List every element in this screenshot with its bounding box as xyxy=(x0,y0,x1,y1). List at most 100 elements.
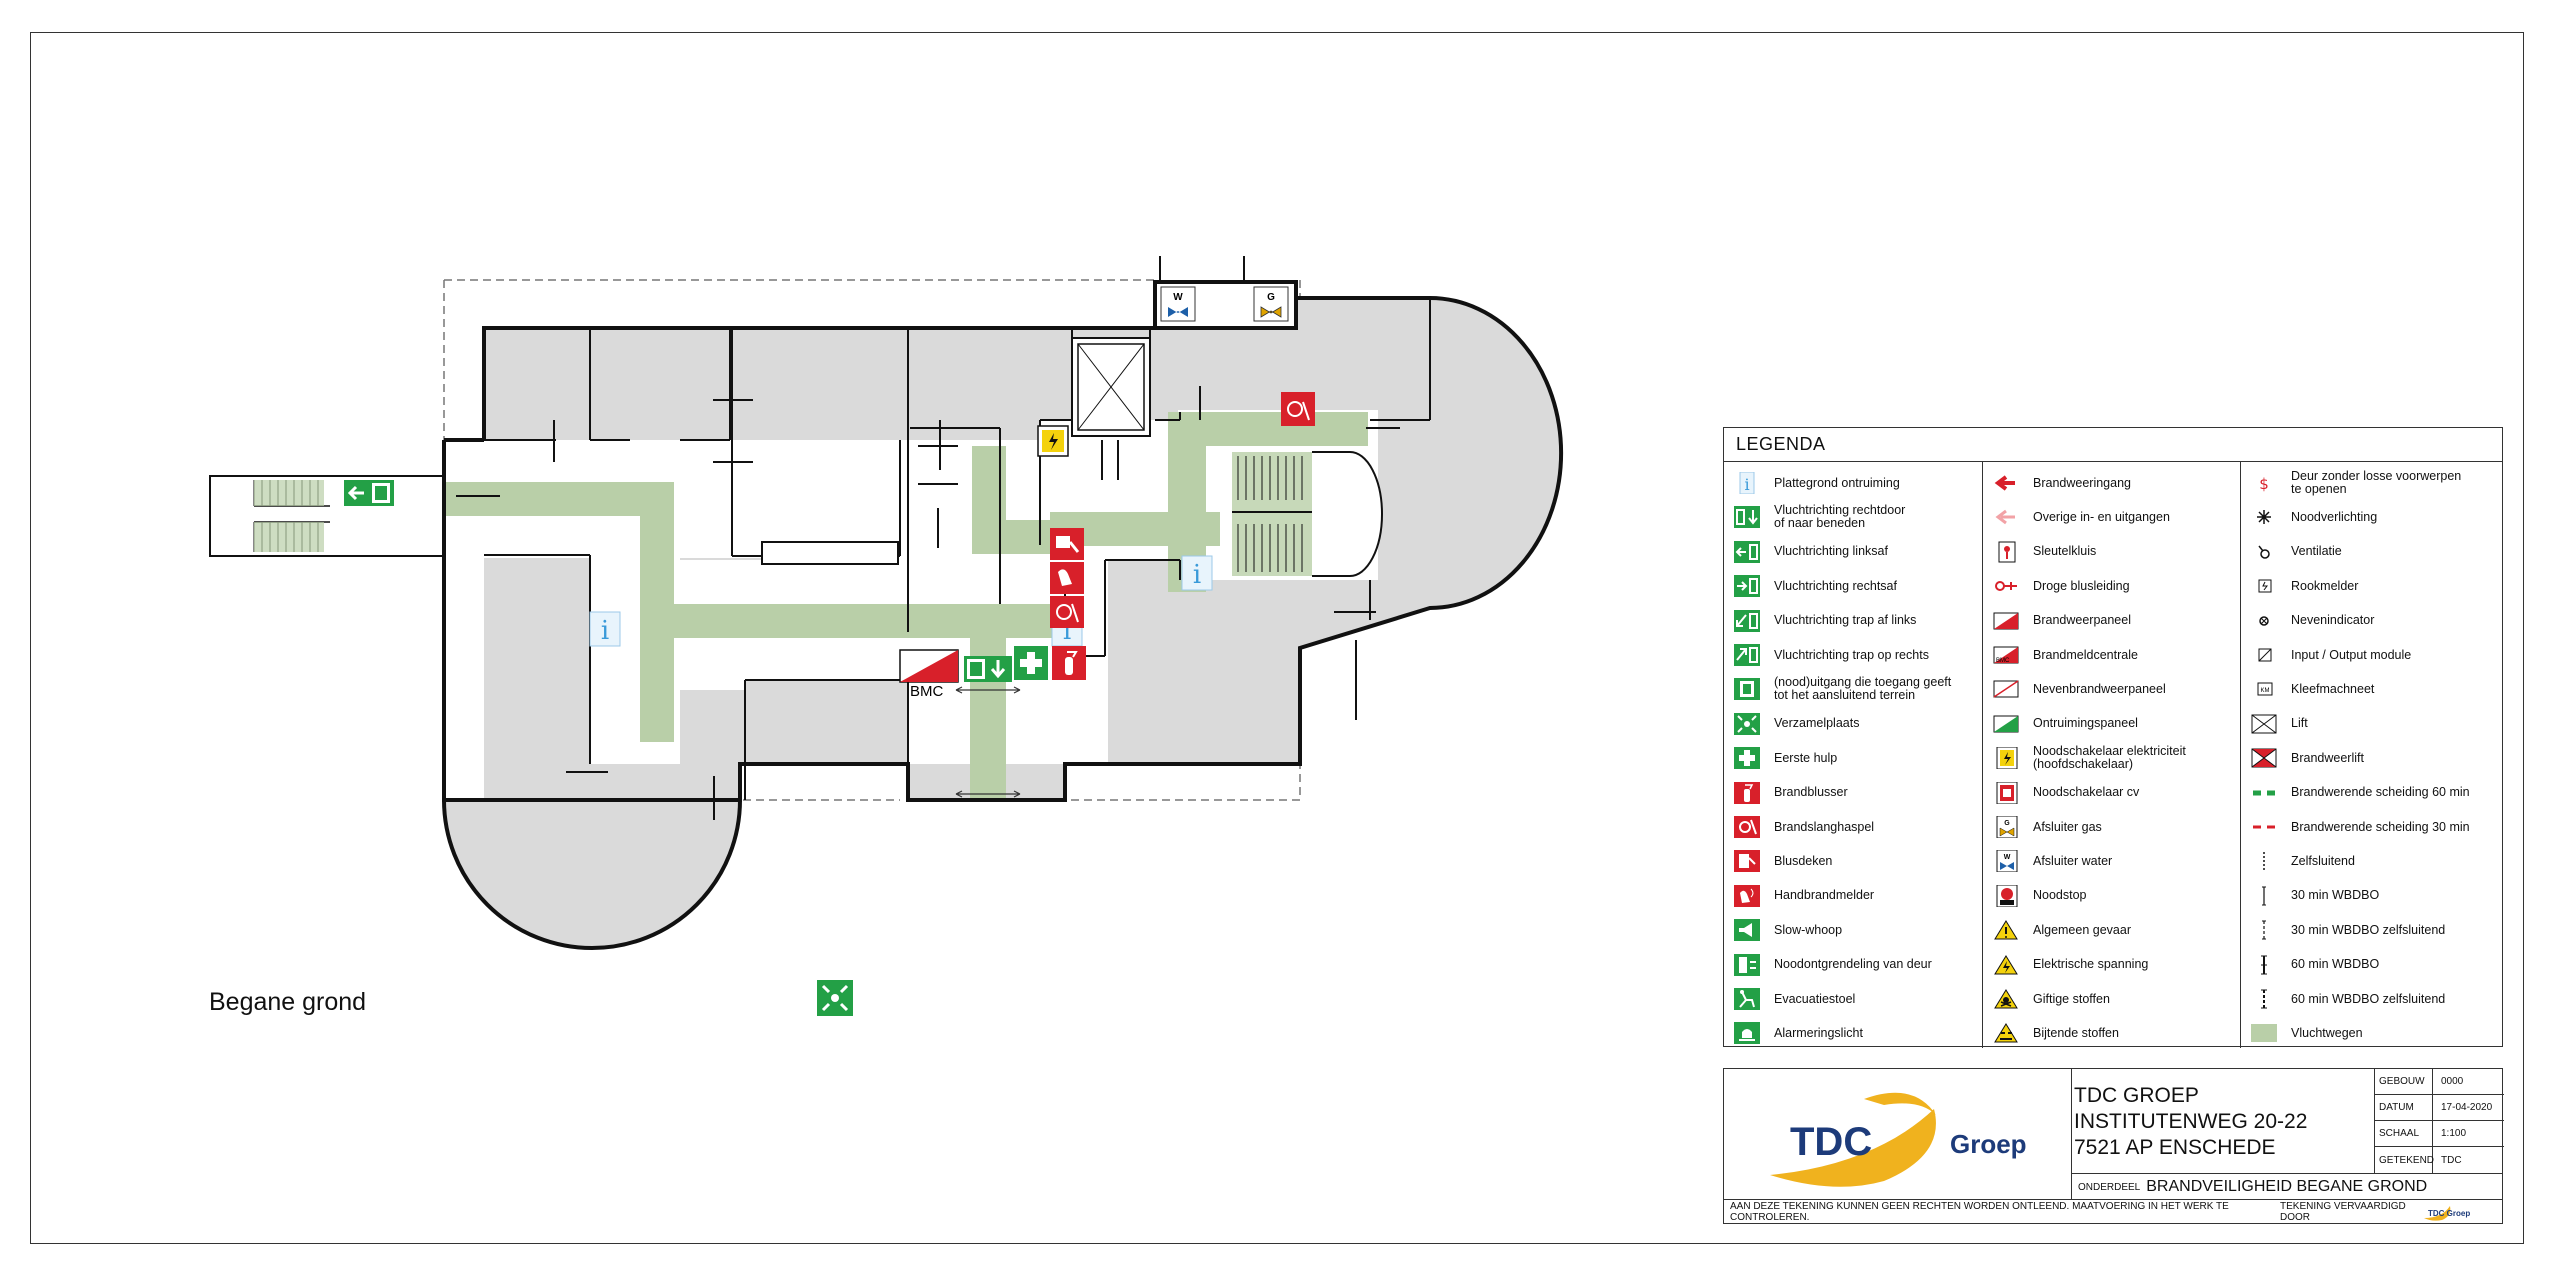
svg-text:i: i xyxy=(1193,560,1201,590)
legend-item-label: Brandslanghaspel xyxy=(1774,819,1875,834)
legend-item: Sleutelkluis xyxy=(1983,535,2241,569)
assembly-point-icon xyxy=(1732,712,1762,736)
fire-hose-reel-icon xyxy=(1281,392,1315,426)
legend-item: Brandwerende scheiding 60 min xyxy=(2241,776,2499,810)
fire-lift-icon xyxy=(2249,746,2279,770)
legend-item: Vluchtrichting rechtsaf xyxy=(1724,569,1982,603)
legend-item-label: Vluchtrichting rechtdoor of naar beneden xyxy=(1774,503,1906,531)
svg-text:$: $ xyxy=(2259,475,2269,493)
legend-item: Elektrische spanning xyxy=(1983,948,2241,982)
legend-item-label: 60 min WBDBO zelfsluitend xyxy=(2291,991,2446,1006)
escape-right-icon xyxy=(1732,574,1762,598)
legend-item-label: Elektrische spanning xyxy=(2033,957,2149,972)
legend-item: 30 min WBDBO xyxy=(2241,879,2499,913)
meta-key: SCHAAL xyxy=(2375,1121,2433,1146)
title-block: TDC Groep TDC GROEP INSTITUTENWEG 20-22 … xyxy=(1723,1068,2504,1224)
disclaimer: AAN DEZE TEKENING KUNNEN GEEN RECHTEN WO… xyxy=(1730,1201,2229,1223)
door-no-objects-icon: $ xyxy=(2249,471,2279,495)
legend-item: Blusdeken xyxy=(1724,844,1982,878)
legend-item: $Deur zonder losse voorwerpen te openen xyxy=(2241,466,2499,500)
legend-item: Vluchtrichting trap af links xyxy=(1724,604,1982,638)
door-swing-arrows xyxy=(955,686,1021,798)
evacuation-panel-icon xyxy=(1991,712,2021,736)
alarm-light-icon xyxy=(1732,1021,1762,1045)
legend-item: Ontruimingspaneel xyxy=(1983,707,2241,741)
manual-call-point-icon xyxy=(1732,884,1762,908)
fire-blanket-icon xyxy=(1732,849,1762,873)
legend-item: Input / Output module xyxy=(2241,638,2499,672)
adhesive-magnet-icon: KM xyxy=(2249,677,2279,701)
legend-item: Eerste hulp xyxy=(1724,741,1982,775)
logo-word: Groep xyxy=(1950,1129,2027,1159)
fire-extinguisher-icon xyxy=(1732,781,1762,805)
company-logo: TDC Groep xyxy=(1724,1069,2072,1199)
legend-item-label: Afsluiter gas xyxy=(2033,819,2102,834)
logo-text: TDC xyxy=(1790,1120,1872,1164)
legend-item: Lift xyxy=(2241,707,2499,741)
legend-item: Brandweerlift xyxy=(2241,741,2499,775)
legend-item-label: Noodschakelaar elektriciteit (hoofdschak… xyxy=(2033,744,2186,772)
logo-swoosh-top xyxy=(1864,1092,1936,1115)
legend-item: Brandblusser xyxy=(1724,776,1982,810)
first-aid-icon xyxy=(1732,746,1762,770)
emergency-lighting-icon xyxy=(2249,505,2279,529)
plan-symbols: W G i i i xyxy=(344,286,1315,1016)
meta-key: GEBOUW xyxy=(2375,1069,2433,1094)
toxic-substances-icon xyxy=(1991,987,2021,1011)
legend-item-label: Alarmeringslicht xyxy=(1774,1025,1863,1040)
valve-water-letter: W xyxy=(1173,292,1183,303)
fire-separation-60-icon xyxy=(2249,781,2279,805)
fire-hose-reel-icon xyxy=(1050,596,1084,628)
legend-item-label: Evacuatiestoel xyxy=(1774,991,1856,1006)
info-sign-icon: i xyxy=(589,611,621,647)
legend-item: Vluchtrichting trap op rechts xyxy=(1724,638,1982,672)
legend-item-label: Noodontgrendeling van deur xyxy=(1774,957,1932,972)
legend-item-label: Vluchtrichting rechtsaf xyxy=(1774,578,1897,593)
legend-item-label: Brandwerende scheiding 30 min xyxy=(2291,819,2470,834)
legend-item-label: Vluchtrichting trap af links xyxy=(1774,613,1917,628)
fire-extinguisher-icon xyxy=(1052,646,1086,680)
heating-switch-icon xyxy=(1991,781,2021,805)
svg-text:KM: KM xyxy=(2261,688,2270,694)
subject-key: ONDERDEEL xyxy=(2078,1181,2141,1193)
legend-item: 60 min WBDBO zelfsluitend xyxy=(2241,982,2499,1016)
legend-item-label: Brandweerpaneel xyxy=(2033,613,2131,628)
legend-item-label: Nevenbrandweerpaneel xyxy=(2033,681,2166,696)
legend-item-label: Vluchtrichting trap op rechts xyxy=(1774,647,1929,662)
legend-item-label: Brandweerlift xyxy=(2291,750,2364,765)
floor-label: Begane grond xyxy=(209,988,367,1016)
electric-voltage-icon xyxy=(1991,953,2021,977)
water-shutoff-icon: W xyxy=(1160,286,1196,322)
general-danger-icon xyxy=(1991,918,2021,942)
made-by-label: TEKENING VERVAARDIGD DOOR xyxy=(2280,1201,2406,1223)
legend-item-label: Giftige stoffen xyxy=(2033,991,2110,1006)
key-safe-icon xyxy=(1991,540,2021,564)
legend-title: LEGENDA xyxy=(1736,434,1826,454)
water-shutoff-icon: W xyxy=(1991,849,2021,873)
door-60-wbdbo-self-closing-icon xyxy=(2249,987,2279,1011)
legend-item-label: 60 min WBDBO xyxy=(2291,957,2380,972)
stair-bridge xyxy=(209,475,445,557)
legend-item: Ventilatie xyxy=(2241,535,2499,569)
legend-item: Zelfsluitend xyxy=(2241,844,2499,878)
logo-swoosh xyxy=(1770,1109,1936,1187)
main-switch-icon xyxy=(1991,746,2021,770)
interior-walls xyxy=(484,298,1431,800)
secondary-indicator-icon xyxy=(2249,609,2279,633)
ventilation-icon xyxy=(2249,540,2279,564)
drawing-subject: ONDERDEEL BRANDVEILIGHEID BEGANE GROND xyxy=(2072,1173,2502,1200)
legend-item: Noodschakelaar elektriciteit (hoofdschak… xyxy=(1983,741,2241,775)
lift-icon xyxy=(2249,712,2279,736)
title-footer: AAN DEZE TEKENING KUNNEN GEEN RECHTEN WO… xyxy=(1724,1199,2502,1224)
door-release-icon xyxy=(1732,953,1762,977)
emergency-stop-icon xyxy=(1991,884,2021,908)
address-line-1: INSTITUTENWEG 20-22 xyxy=(2074,1110,2308,1133)
